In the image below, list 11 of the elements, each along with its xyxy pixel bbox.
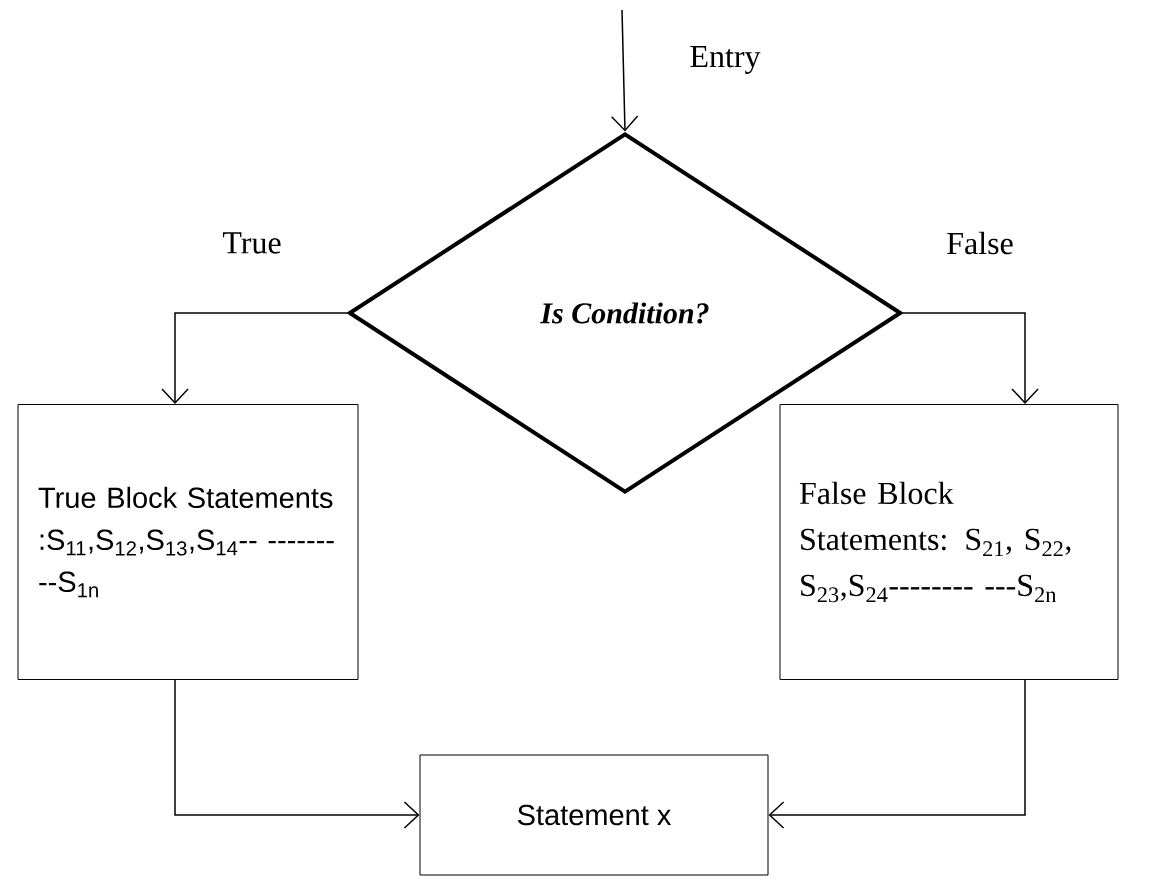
arrow [161, 312, 348, 404]
edge-label: False [944, 229, 1016, 257]
process-box: True Block Statements :S$_{11}$,S$_{12}$,S$_{13}$,S$_{14}$-- ---------S$_{1n}$ [17, 404, 359, 680]
arrow [610, 9, 639, 132]
edge-label: Entry [687, 44, 763, 76]
arrow [902, 312, 1039, 404]
process-box: False Block Statements: S$_{21}$, S$_{22}$, S$_{23}$,S$_{24}$-------- ---S$_{2n}$ [779, 404, 1119, 680]
arrow [174, 679, 420, 829]
statement-box: Statement x [419, 754, 769, 876]
arrow [768, 679, 1026, 829]
edge-label: True [220, 230, 284, 256]
